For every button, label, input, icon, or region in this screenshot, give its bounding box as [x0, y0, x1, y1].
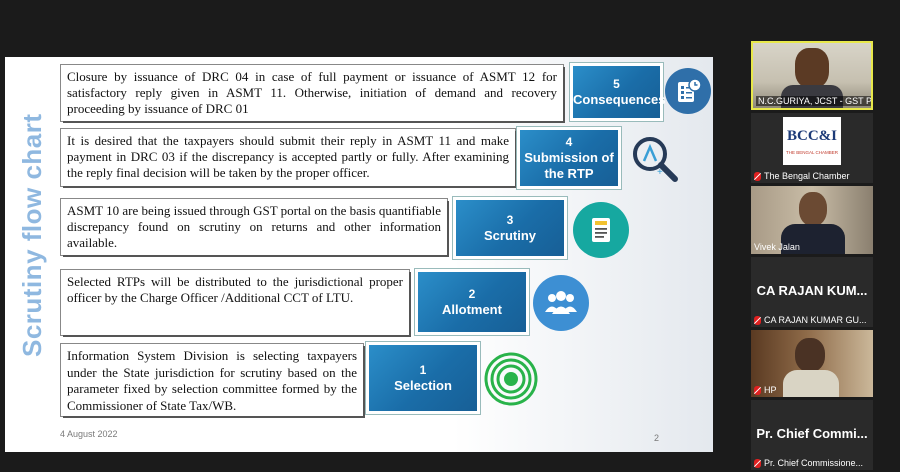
- step-2-title: Allotment: [442, 302, 502, 317]
- step-5-label: 5 Consequences: [570, 63, 666, 121]
- step-4-label: 4 Submission of the RTP: [517, 127, 621, 189]
- participant-name-row: HP: [754, 385, 777, 395]
- slide-date: 4 August 2022: [60, 429, 118, 439]
- participant-name: The Bengal Chamber: [764, 170, 850, 181]
- muted-mic-icon: [754, 459, 761, 468]
- step-4-number: 4: [565, 135, 573, 149]
- participant-suit: [781, 224, 845, 254]
- people-group-icon: [533, 275, 589, 331]
- magnifier-icon: +: [627, 131, 683, 187]
- participant-shirt: [783, 370, 839, 397]
- step-3-label: 3 Scrutiny: [453, 197, 567, 259]
- participant-display-name: Pr. Chief Commi...: [756, 426, 868, 441]
- step-5-description: Closure by issuance of DRC 04 in case of…: [61, 65, 563, 121]
- participant-avatar: [799, 192, 827, 226]
- participant-tile-chief-commissioner[interactable]: Pr. Chief Commi... Pr. Chief Commissione…: [751, 400, 873, 470]
- participant-name: N.C.GURIYA, JCST - GST P...: [756, 96, 871, 106]
- step-4-description: It is desired that the taxpayers should …: [61, 129, 515, 186]
- participant-tile-rajan-kumar[interactable]: CA RAJAN KUM... CA RAJAN KUMAR GU...: [751, 257, 873, 327]
- step-1-title: Selection: [394, 378, 452, 393]
- step-3-description: ASMT 10 are being issued through GST por…: [61, 199, 447, 255]
- participant-name: HP: [764, 384, 777, 395]
- participant-tile-vivek-jalan[interactable]: Vivek Jalan: [751, 186, 873, 254]
- participant-name: Vivek Jalan: [754, 242, 800, 252]
- participant-tile-active-speaker[interactable]: N.C.GURIYA, JCST - GST P...: [751, 41, 873, 110]
- step-5-title: Consequences: [573, 92, 666, 107]
- target-icon: [483, 351, 539, 407]
- slide-page-number: 2: [654, 433, 660, 443]
- participant-tile-hp[interactable]: HP: [751, 330, 873, 397]
- svg-text:+: +: [657, 167, 663, 178]
- step-2-number: 2: [468, 287, 476, 301]
- muted-mic-icon: [754, 386, 761, 395]
- document-icon: [573, 202, 629, 258]
- participant-name: CA RAJAN KUMAR GU...: [764, 314, 867, 325]
- checklist-clock-icon: [665, 68, 711, 114]
- bcci-logo: BCC&I THE BENGAL CHAMBER: [783, 117, 841, 165]
- participant-avatar: [795, 338, 825, 372]
- step-5-number: 5: [613, 77, 620, 91]
- muted-mic-icon: [754, 316, 761, 325]
- participant-name: Pr. Chief Commissione...: [764, 457, 864, 468]
- step-1-description: Information System Division is selecting…: [61, 344, 363, 416]
- shared-slide: Scrutiny flow chart Closure by issuance …: [5, 57, 713, 452]
- slide-vertical-title: Scrutiny flow chart: [17, 113, 47, 357]
- step-1-label: 1 Selection: [366, 342, 480, 414]
- participant-name-row: Pr. Chief Commissione...: [754, 458, 863, 468]
- logo-text: BCC&I: [786, 128, 837, 144]
- step-2-description: Selected RTPs will be distributed to the…: [61, 270, 409, 335]
- step-3-title: Scrutiny: [483, 228, 536, 243]
- step-2-label: 2 Allotment: [415, 269, 529, 335]
- step-3-number: 3: [506, 213, 514, 227]
- participant-tile-bengal-chamber[interactable]: BCC&I THE BENGAL CHAMBER The Bengal Cham…: [751, 113, 873, 183]
- muted-mic-icon: [754, 172, 761, 181]
- participant-display-name: CA RAJAN KUM...: [756, 283, 868, 298]
- logo-subtext: THE BENGAL CHAMBER: [785, 150, 839, 155]
- participant-name-row: The Bengal Chamber: [754, 171, 850, 181]
- participant-avatar: [795, 48, 829, 88]
- participant-name-row: CA RAJAN KUMAR GU...: [754, 315, 867, 325]
- step-4-title: Submission of the RTP: [524, 150, 614, 181]
- step-1-number: 1: [419, 363, 427, 377]
